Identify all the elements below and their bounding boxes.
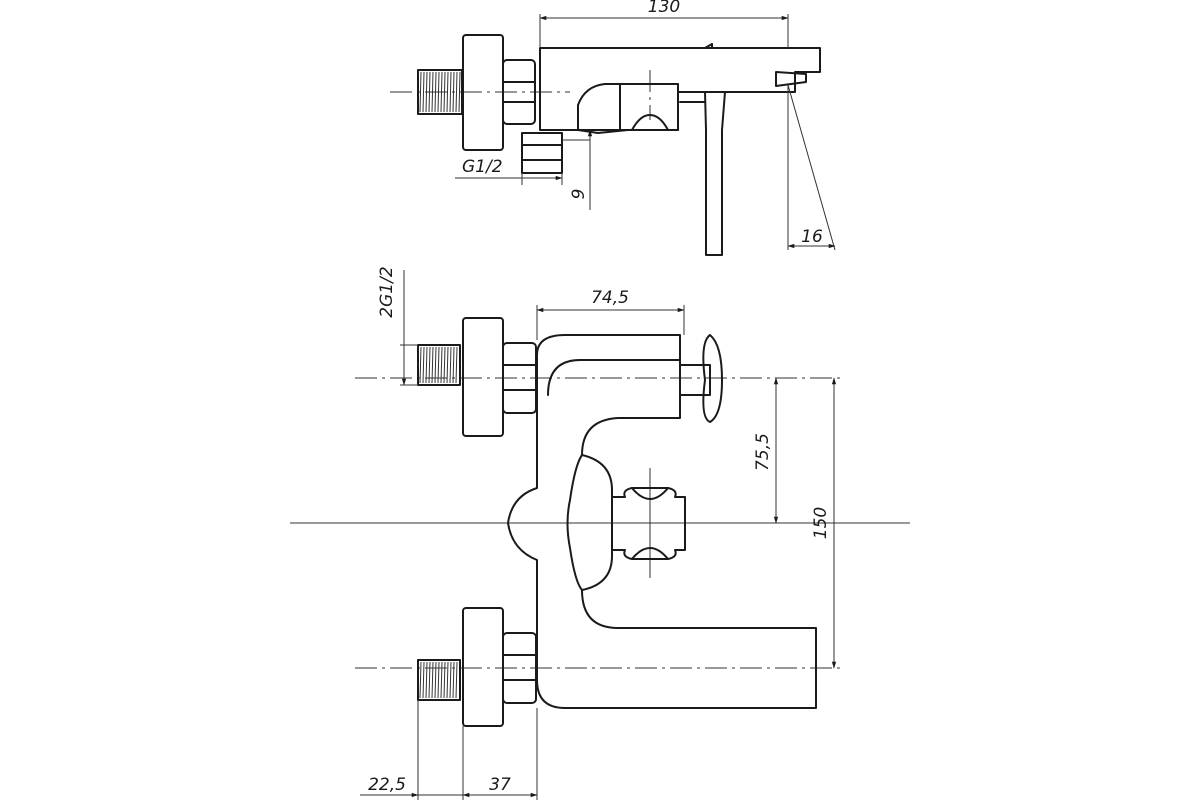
body-inner-contour	[547, 359, 681, 396]
thread-line	[440, 71, 443, 113]
thread-line	[428, 71, 431, 113]
thread-line	[419, 71, 422, 113]
dim-body-offset: 37	[462, 708, 538, 800]
thread-line	[440, 346, 443, 384]
dim-2g12: 2G1/2	[377, 266, 397, 317]
dim-9: 9	[569, 189, 589, 200]
top-cartridge	[619, 83, 679, 131]
thread-line	[452, 346, 455, 384]
lower-eccentric-disc	[462, 607, 504, 727]
mixer-body	[507, 334, 817, 709]
thread-line	[443, 71, 446, 113]
dim-overall-length: 130	[539, 0, 789, 48]
diverter-knob	[679, 334, 723, 423]
thread-line	[422, 346, 425, 384]
thread-line	[434, 346, 437, 384]
dim-37: 37	[489, 775, 511, 795]
thread-line	[446, 346, 449, 384]
upper-eccentric-disc	[462, 317, 504, 437]
top-nut	[502, 59, 536, 125]
thread-line	[425, 71, 428, 113]
thread-line	[443, 661, 446, 699]
dim-150: 150	[811, 507, 831, 539]
thread-line	[437, 661, 440, 699]
top-body	[539, 47, 821, 134]
dim-total-height: 150	[811, 377, 837, 669]
dim-upper-to-center: 75,5	[753, 377, 779, 524]
dim-130: 130	[648, 0, 680, 17]
thread-line	[452, 661, 455, 699]
thread-line	[458, 71, 461, 113]
thread-line	[425, 661, 428, 699]
thread-line	[443, 346, 446, 384]
thread-line	[452, 71, 455, 113]
thread-line	[419, 661, 422, 699]
dim-outlet-offset: 9	[569, 129, 593, 210]
thread-line	[449, 71, 452, 113]
thread-line	[431, 346, 434, 384]
top-lever	[704, 91, 726, 256]
thread-line	[455, 71, 458, 113]
thread-line	[428, 346, 431, 384]
thread-line	[434, 661, 437, 699]
top-spout-tip	[775, 71, 807, 87]
top-view: 130 G1/2 9 16	[390, 0, 836, 256]
thread-line	[422, 661, 425, 699]
dim-inlet-thread-front: 2G1/2	[377, 266, 418, 386]
thread-line	[434, 71, 437, 113]
thread-line	[425, 346, 428, 384]
front-view: 74,5 2G1/2 75,5 150 22,5	[290, 266, 910, 800]
dim-75-5: 75,5	[753, 433, 773, 471]
dim-spout-angle: 16	[787, 84, 836, 251]
thread-line	[419, 346, 422, 384]
dim-16: 16	[801, 227, 823, 247]
thread-line	[422, 71, 425, 113]
thread-line	[455, 661, 458, 699]
thread-line	[449, 346, 452, 384]
thread-line	[440, 661, 443, 699]
lower-inlet	[417, 607, 537, 727]
top-shower-outlet	[521, 132, 590, 174]
thread-line	[446, 71, 449, 113]
dim-22-5: 22,5	[368, 775, 406, 795]
dim-inlet-thread-top: G1/2	[455, 157, 563, 185]
thread-line	[431, 71, 434, 113]
upper-inlet	[417, 317, 537, 437]
dim-g12: G1/2	[462, 157, 503, 177]
thread-line	[431, 661, 434, 699]
dim-74-5: 74,5	[591, 288, 629, 308]
dim-thread-length: 22,5	[360, 700, 464, 800]
thread-line	[455, 346, 458, 384]
thread-line	[449, 661, 452, 699]
thread-line	[446, 661, 449, 699]
thread-line	[437, 346, 440, 384]
thread-line	[437, 71, 440, 113]
cartridge	[611, 487, 686, 560]
thread-line	[428, 661, 431, 699]
dim-handle-offset: 74,5	[536, 288, 685, 340]
